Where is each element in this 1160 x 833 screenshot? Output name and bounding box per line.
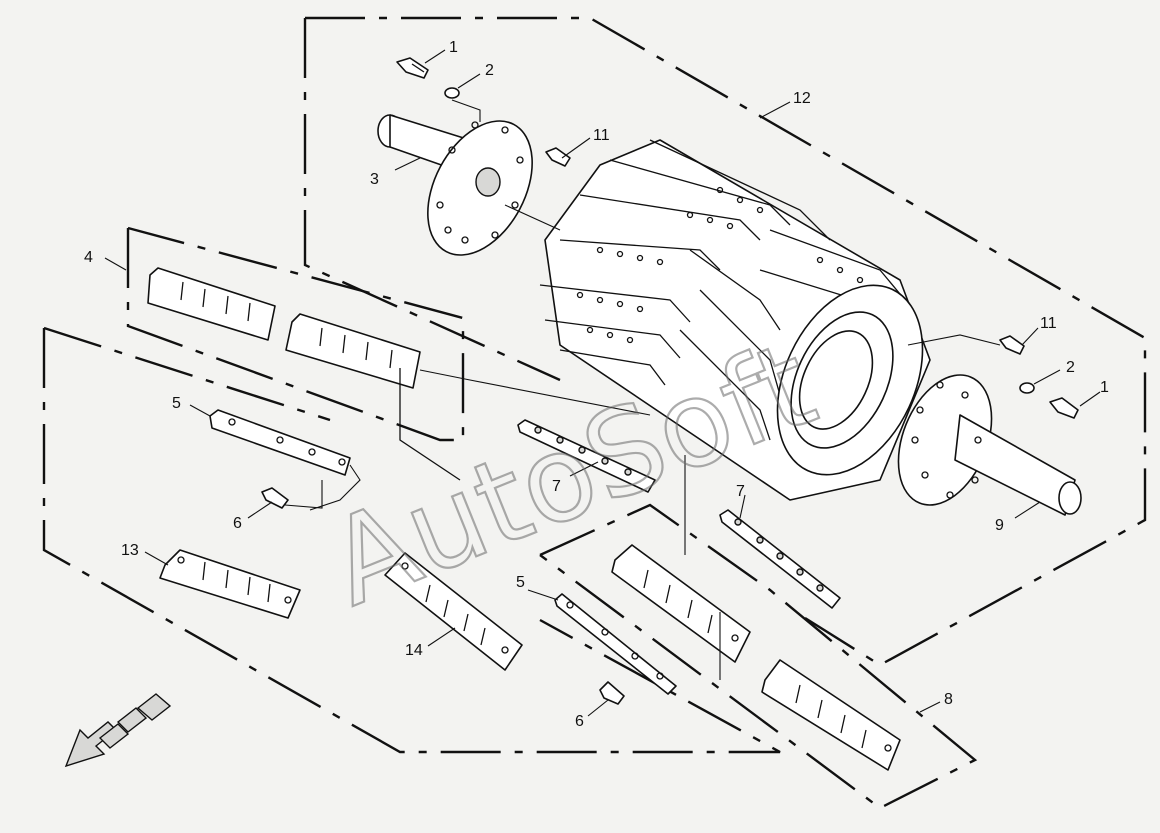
item-4-knife-b xyxy=(285,313,421,389)
item-1-bolt-right xyxy=(1049,397,1079,419)
callout-2-right: 2 xyxy=(1066,359,1075,376)
callout-13: 13 xyxy=(121,542,139,559)
callout-12: 12 xyxy=(793,90,811,107)
item-7-strip-a xyxy=(517,419,656,493)
item-11-bolt-top xyxy=(545,147,571,167)
item-8-knife-b xyxy=(761,659,901,771)
direction-arrow-icon xyxy=(64,693,172,768)
callout-11-top: 11 xyxy=(593,127,610,144)
item-5-clamp-bar-b xyxy=(554,593,677,695)
item-13-knife xyxy=(159,549,301,619)
callout-6-lower: 6 xyxy=(575,713,584,730)
leader-lines xyxy=(104,49,1101,717)
callout-3: 3 xyxy=(370,171,379,188)
callout-11-right: 11 xyxy=(1040,315,1057,332)
callout-7-lower: 7 xyxy=(736,483,745,500)
item-1-bolt-top xyxy=(396,57,429,79)
rotor-bolt-holes xyxy=(576,186,864,344)
callout-14: 14 xyxy=(405,642,423,659)
callout-6-upper: 6 xyxy=(233,515,242,532)
callout-4: 4 xyxy=(84,249,93,266)
group-8-boundary xyxy=(539,503,978,810)
group-main-boundary xyxy=(42,328,781,754)
item-6-bolt-a xyxy=(261,487,289,509)
callout-5-lower: 5 xyxy=(516,574,525,591)
callout-labels: 1 2 12 11 3 4 11 2 1 5 7 6 9 7 13 5 14 6… xyxy=(84,39,1109,730)
item-6-bolt-b xyxy=(599,681,625,705)
callout-8: 8 xyxy=(944,691,953,708)
item-7-strip-b xyxy=(719,509,841,609)
rotor-drum xyxy=(539,139,931,501)
item-3-shaft-flange xyxy=(377,114,533,256)
callout-7-upper: 7 xyxy=(552,478,561,495)
item-4-bracket xyxy=(399,368,461,481)
group-12-boundary xyxy=(305,16,1147,667)
callout-1-top: 1 xyxy=(449,39,458,56)
item-11-bolt-right xyxy=(999,335,1025,355)
item-4-knife-a xyxy=(147,267,276,341)
callout-1-right: 1 xyxy=(1100,379,1109,396)
callout-2-top: 2 xyxy=(485,62,494,79)
item-14-knife xyxy=(384,552,523,671)
item-8-knife-a xyxy=(611,544,751,663)
group-12-boundary-left xyxy=(303,18,561,382)
item-2-washer-right xyxy=(1019,382,1035,394)
item-9-shaft-flange xyxy=(897,374,1082,516)
item-2-washer-top xyxy=(444,87,460,99)
group-main-boundary-top xyxy=(43,326,331,422)
item-5-clamp-bar-a xyxy=(209,409,351,476)
callout-5-upper: 5 xyxy=(172,395,181,412)
group-4-boundary xyxy=(126,226,465,442)
callout-9: 9 xyxy=(995,517,1004,534)
